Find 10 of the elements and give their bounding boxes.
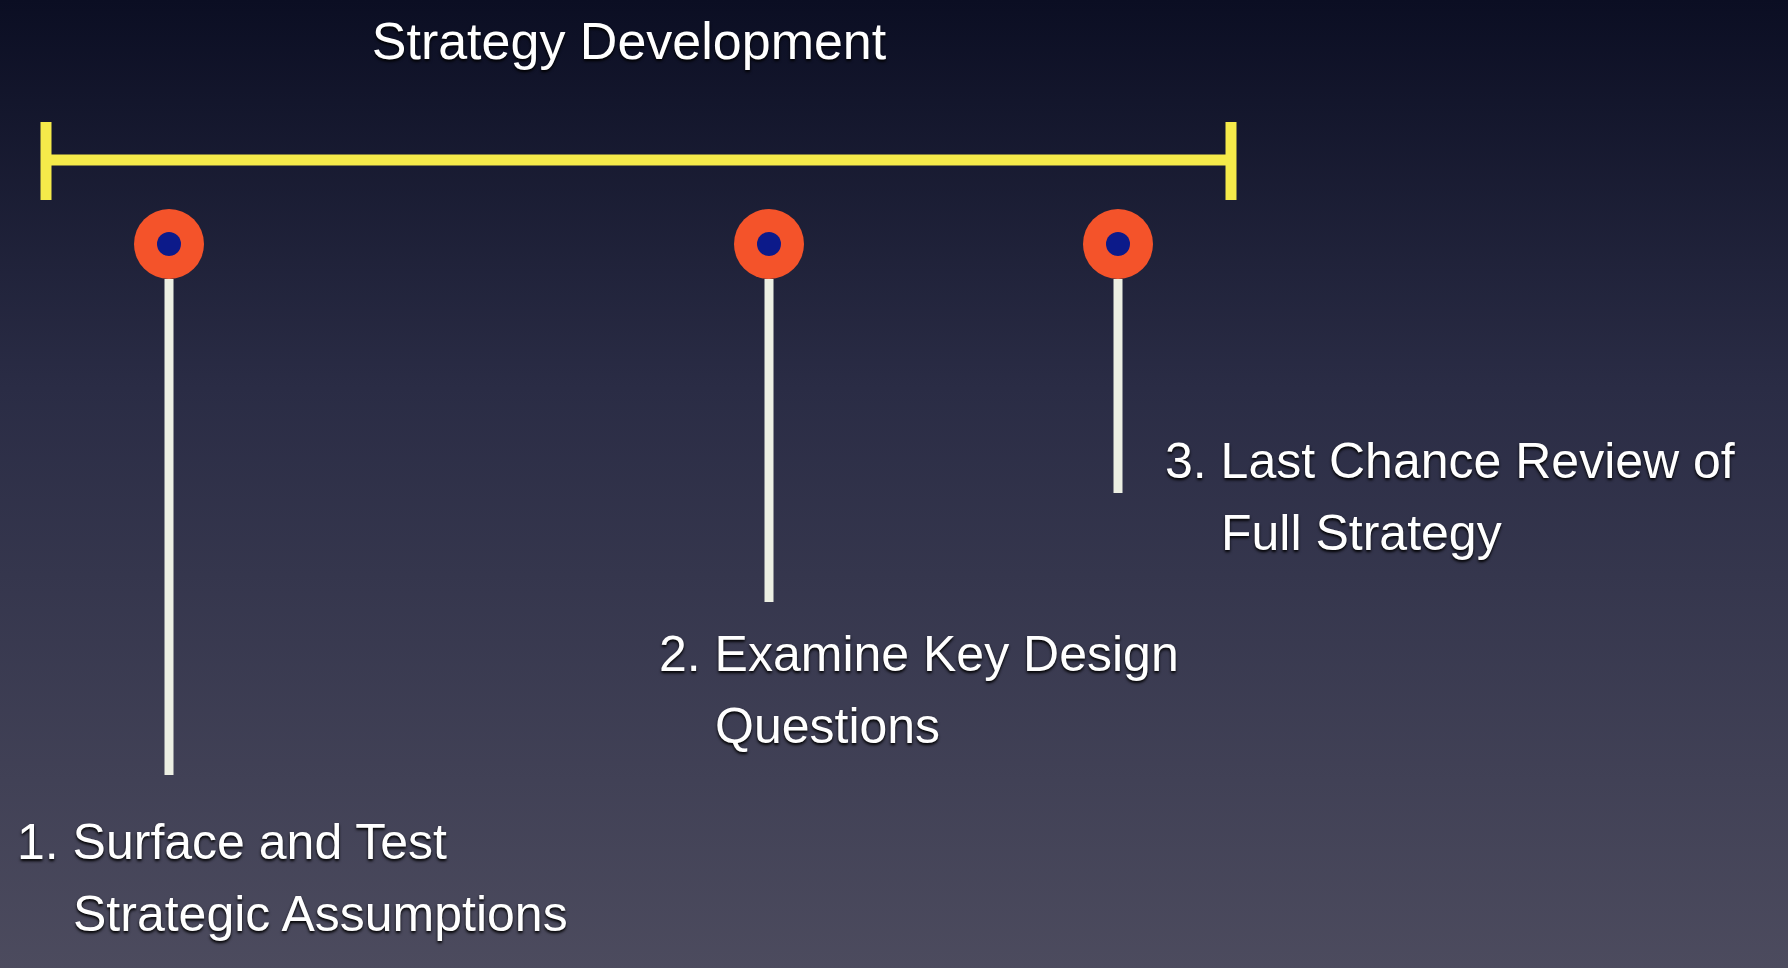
leader-line [1113,279,1123,493]
step-label: 1. Surface and Test Strategic Assumptions [17,813,569,944]
title: Strategy Development [370,11,888,72]
pin-marker [1083,209,1153,279]
leader-line [164,279,174,775]
leader-line [764,279,774,602]
pin-marker [734,209,804,279]
pin-marker [134,209,204,279]
step-label: 3. Last Chance Review of Full Strategy [1165,432,1736,563]
step-label: 2. Examine Key Design Questions [659,625,1179,756]
